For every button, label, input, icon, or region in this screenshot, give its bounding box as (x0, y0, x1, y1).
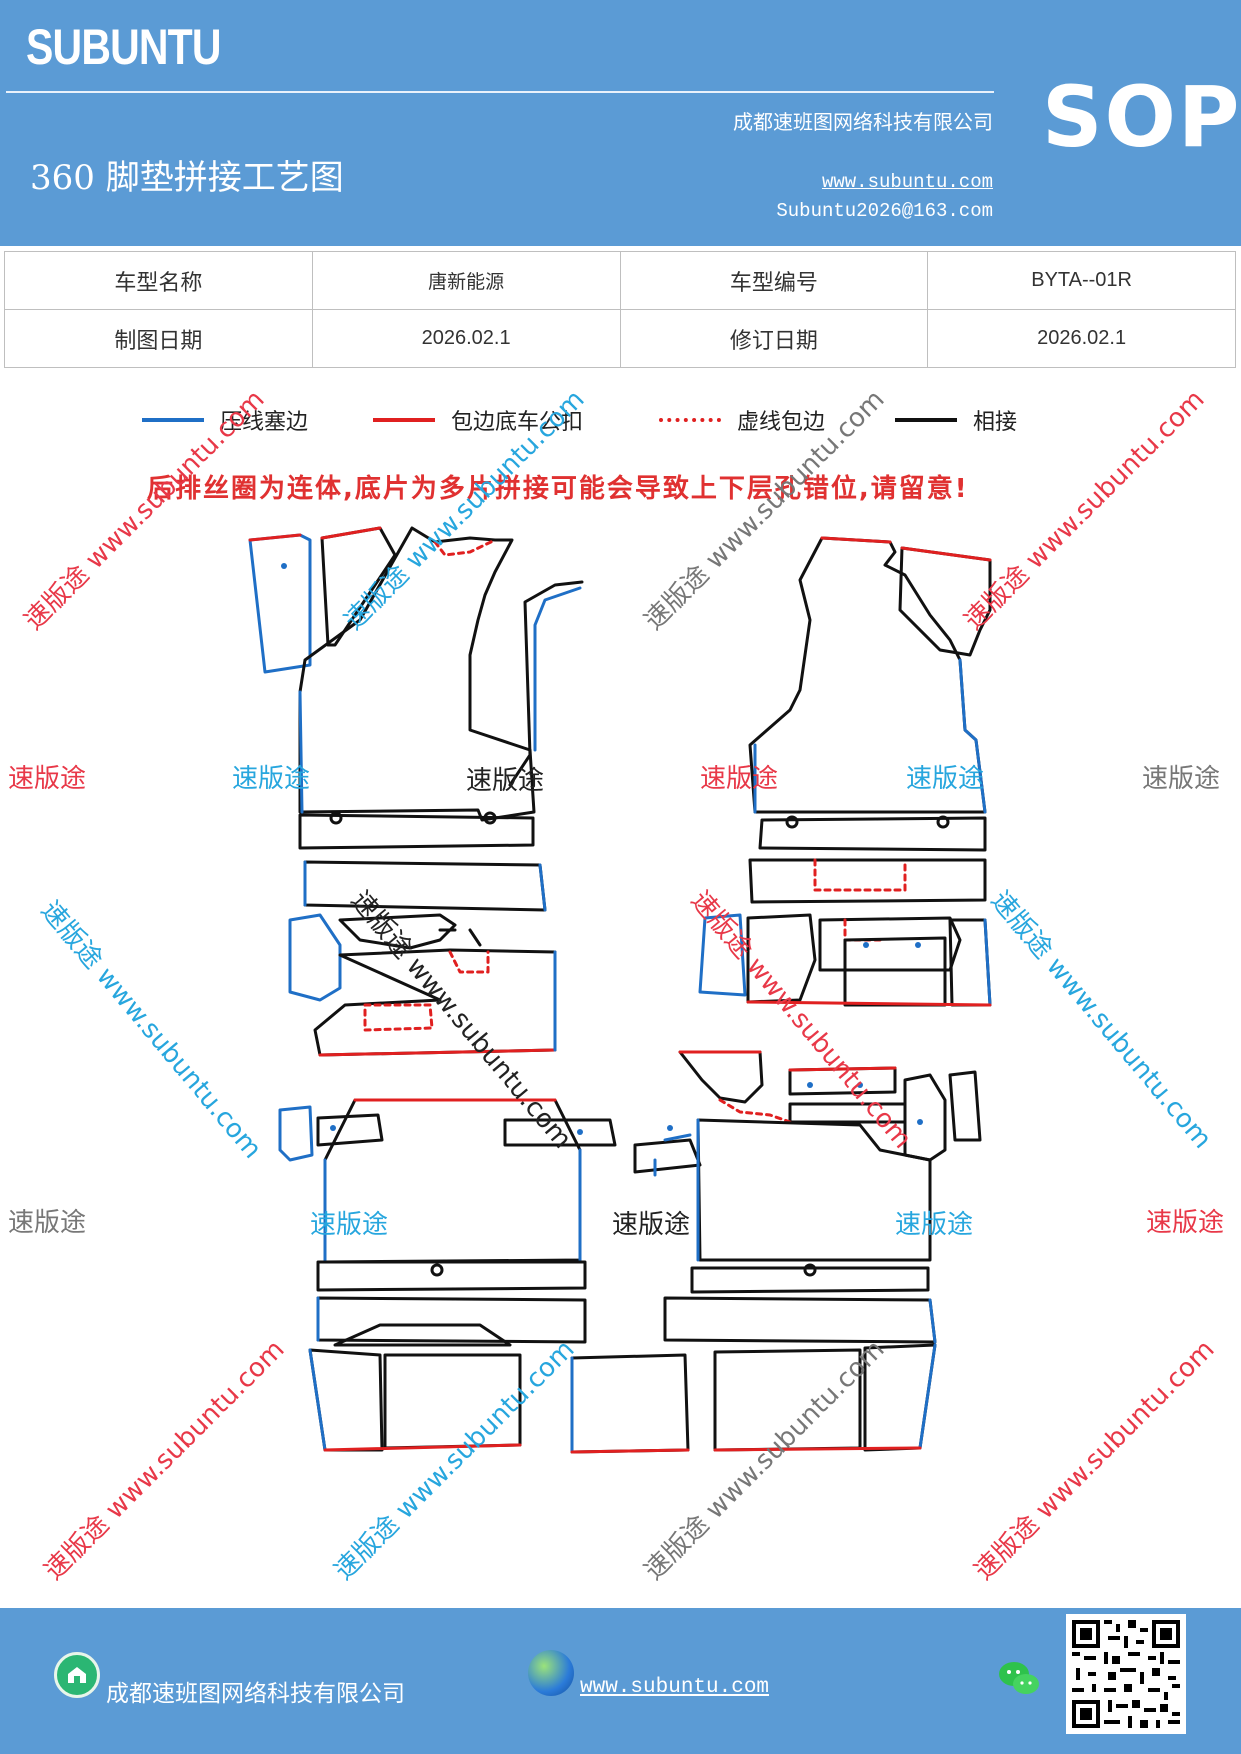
globe-icon (528, 1650, 574, 1696)
model-name-value: 唐新能源 (311, 251, 621, 310)
legend-item-joint: 相接 (895, 402, 1017, 438)
watermark-text: 速版途 (1142, 764, 1221, 794)
warning-note: 后排丝圈为连体,底片为多片拼接可能会导致上下层孔错位,请留意! (147, 474, 969, 504)
info-table: 车型名称 唐新能源 车型编号 BYTA--01R 制图日期 2026.02.1 … (4, 251, 1236, 368)
qr-code-icon (1066, 1614, 1186, 1734)
legend-item-hem-clip: 包边底车公扣 (373, 402, 583, 438)
info-row: 制图日期 2026.02.1 修订日期 2026.02.1 (4, 309, 1236, 368)
legend-swatch (659, 418, 721, 422)
legend-swatch (373, 418, 435, 422)
legend-swatch (895, 418, 957, 422)
model-name-label: 车型名称 (4, 251, 313, 310)
mat-splice-diagram (248, 526, 992, 1454)
revise-date-value: 2026.02.1 (927, 309, 1236, 368)
model-code-label: 车型编号 (619, 251, 929, 310)
legend-item-press-line: 压线塞边 (142, 402, 308, 438)
revise-date-label: 修订日期 (619, 309, 929, 368)
header-company: 成都速班图网络科技有限公司 (733, 110, 993, 134)
legend-label: 相接 (973, 410, 1018, 435)
draw-date-label: 制图日期 (4, 309, 313, 368)
wechat-icon[interactable] (996, 1656, 1042, 1702)
rear-center-mat (570, 1353, 690, 1454)
footer-website-link[interactable]: www.subuntu.com (580, 1676, 770, 1699)
watermark-text: 速版途 (906, 764, 985, 794)
draw-date-value: 2026.02.1 (311, 309, 621, 368)
legend-label: 虚线包边 (737, 410, 826, 435)
legend-label: 包边底车公扣 (451, 410, 584, 435)
model-code-value: BYTA--01R (927, 251, 1236, 310)
footer-banner: 成都速班图网络科技有限公司 www.subuntu.com (0, 1608, 1241, 1754)
brand-logo: SUBUNTU (26, 19, 222, 75)
header-email: Subuntu2026@163.com (776, 200, 993, 222)
watermark-text: 速版途 (1146, 1208, 1225, 1238)
rear-right-mat (633, 1050, 982, 1452)
watermark-text: 速版途 (895, 1210, 974, 1240)
legend-label: 压线塞边 (220, 410, 309, 435)
header-website-link[interactable]: www.subuntu.com (821, 171, 993, 193)
info-row: 车型名称 唐新能源 车型编号 BYTA--01R (4, 251, 1236, 310)
header-banner: SUBUNTU 360 脚垫拼接工艺图 成都速班图网络科技有限公司 www.su… (0, 0, 1241, 246)
legend-swatch (142, 418, 204, 422)
watermark-text: 速版途 (466, 766, 545, 796)
footer-company: 成都速班图网络科技有限公司 (106, 1681, 405, 1707)
rear-left-mat (278, 1098, 617, 1452)
front-left-mat (248, 526, 584, 1057)
watermark-text: 速版途 (8, 764, 87, 794)
watermark-text: 速版途 (612, 1210, 691, 1240)
front-right-mat (698, 536, 992, 1007)
watermark-text: 速版途 (310, 1210, 389, 1240)
qr-code-icon (1072, 1620, 1180, 1728)
watermark-text: 速版途 (8, 1208, 87, 1238)
watermark-text: 速版途 (232, 764, 311, 794)
home-icon (68, 1667, 86, 1683)
sop-label: SOP (1042, 68, 1241, 166)
document-title: 360 脚垫拼接工艺图 (30, 158, 344, 198)
home-icon (54, 1652, 100, 1698)
header-divider (6, 91, 994, 93)
watermark-text: 速版途 (700, 764, 779, 794)
legend-item-dotted-hem: 虚线包边 (659, 402, 825, 438)
